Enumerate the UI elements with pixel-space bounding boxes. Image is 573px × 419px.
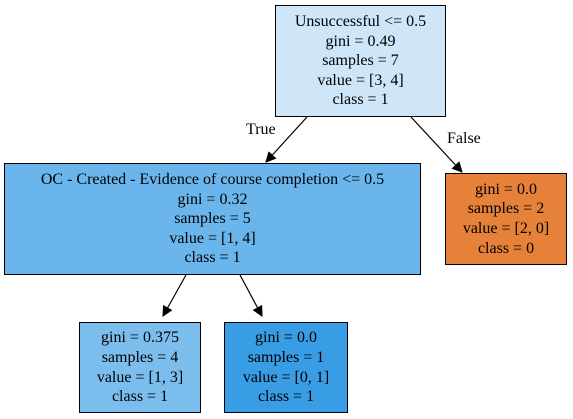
edge-left-leftright xyxy=(239,274,263,317)
tree-node-root: Unsuccessful <= 0.5 gini = 0.49 samples … xyxy=(275,5,446,117)
node-gini: gini = 0.375 xyxy=(101,329,179,347)
node-gini: gini = 0.32 xyxy=(177,190,248,208)
tree-node-right: gini = 0.0 samples = 2 value = [2, 0] cl… xyxy=(445,173,567,265)
node-samples: samples = 4 xyxy=(101,348,179,366)
edge-root-right xyxy=(410,116,463,173)
node-class: class = 1 xyxy=(332,91,389,109)
node-samples: samples = 2 xyxy=(467,200,545,218)
node-split-label: Unsuccessful <= 0.5 xyxy=(294,13,427,31)
node-samples: samples = 7 xyxy=(322,52,399,70)
edge-label-false: False xyxy=(447,130,481,147)
node-class: class = 0 xyxy=(477,239,535,257)
node-class: class = 1 xyxy=(184,249,241,267)
node-class: class = 1 xyxy=(111,388,169,406)
node-gini: gini = 0.0 xyxy=(475,180,537,198)
tree-node-left: OC - Created - Evidence of course comple… xyxy=(4,163,421,275)
edge-left-leftleft xyxy=(162,274,187,317)
node-gini: gini = 0.49 xyxy=(325,32,396,50)
node-value: value = [3, 4] xyxy=(317,71,404,89)
edge-label-true: True xyxy=(246,121,276,138)
node-value: value = [1, 4] xyxy=(169,229,256,247)
node-value: value = [2, 0] xyxy=(462,220,550,237)
node-class: class = 1 xyxy=(257,388,315,406)
tree-node-left-left: gini = 0.375 samples = 4 value = [1, 3] … xyxy=(79,322,201,413)
node-samples: samples = 5 xyxy=(174,210,251,228)
node-value: value = [0, 1] xyxy=(242,368,330,386)
edge-root-left xyxy=(265,116,308,163)
node-gini: gini = 0.0 xyxy=(255,329,317,347)
node-split-label: OC - Created - Evidence of course comple… xyxy=(40,171,385,189)
node-value: value = [1, 3] xyxy=(96,368,184,386)
tree-node-left-right: gini = 0.0 samples = 1 value = [0, 1] cl… xyxy=(224,322,348,413)
node-samples: samples = 1 xyxy=(247,348,325,366)
